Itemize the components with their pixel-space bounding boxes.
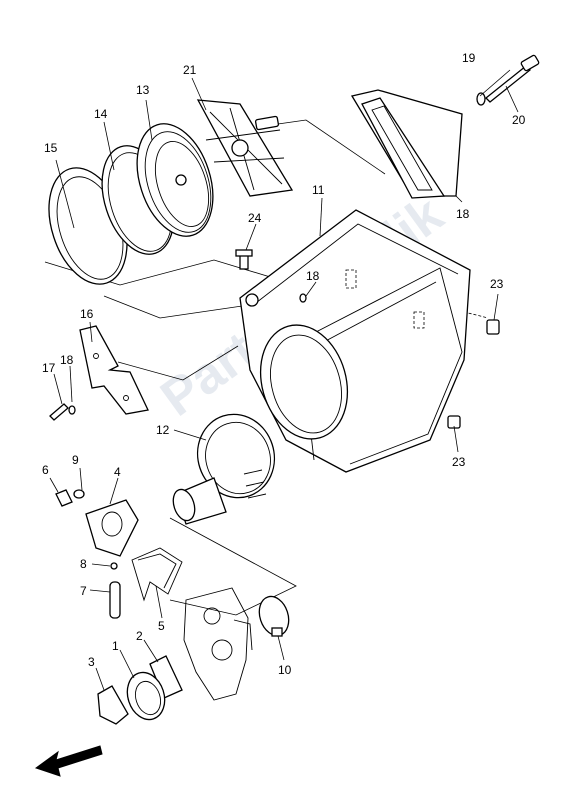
- callout-15: 15: [44, 141, 58, 155]
- intake-duct-part-12: [172, 413, 276, 525]
- joint-part-1: [126, 671, 166, 721]
- front-arrow-icon: [34, 745, 103, 777]
- callout-13: 13: [136, 83, 150, 97]
- callout-24: 24: [248, 211, 262, 225]
- callout-4: 4: [114, 465, 121, 479]
- callout-16: 16: [80, 307, 94, 321]
- callout-7: 7: [80, 584, 87, 598]
- pipe-part-7: [109, 581, 121, 619]
- callout-11: 11: [312, 183, 325, 197]
- filter-part-13: [136, 123, 214, 237]
- washer-part-20: [476, 92, 486, 106]
- callout-18-upper: 18: [306, 269, 320, 283]
- callout-19: 18: [456, 207, 470, 221]
- bolt-part-21: [485, 54, 540, 103]
- callout-23-lower: 23: [452, 455, 466, 469]
- callout-12: 12: [156, 423, 170, 437]
- band-part-10: [258, 595, 290, 637]
- washer-part-9: [73, 489, 85, 499]
- callout-8: 8: [80, 557, 87, 571]
- callout-14: 14: [94, 107, 108, 121]
- callout-18-lower-label: 18: [60, 353, 74, 367]
- callout-3: 3: [88, 655, 95, 669]
- plate-part-16: [79, 325, 149, 415]
- carburetor-assembly: [183, 587, 253, 701]
- callout-10: 10: [278, 663, 292, 677]
- air-case-part-11: [239, 209, 471, 473]
- callout-17: 17: [42, 361, 56, 375]
- gasket-part-5: [131, 547, 183, 602]
- grommet-part-18-upper: [299, 293, 307, 303]
- cap-part-3: [97, 685, 129, 725]
- callout-23-upper: 23: [490, 277, 504, 291]
- callout-5: 5: [158, 619, 165, 633]
- callout-1: 1: [112, 639, 119, 653]
- clip-part-8: [110, 562, 118, 570]
- clip-part-23-upper: [486, 319, 500, 335]
- bolt-part-24: [235, 249, 253, 270]
- callout-20: 19: [462, 51, 476, 65]
- callout-22: 21: [183, 63, 197, 77]
- callout-21: 20: [512, 113, 526, 127]
- screw-part-6: [55, 489, 73, 507]
- leader-lines: [49, 69, 519, 691]
- callout-2: 2: [136, 629, 143, 643]
- foam-filter-part-19: [350, 89, 463, 199]
- rivet-part-17: [49, 403, 69, 421]
- filter-guide-part-22: [196, 99, 294, 197]
- callout-6: 6: [42, 463, 49, 477]
- grommet-part-18-lower: [68, 405, 76, 415]
- joint-part-4: [85, 499, 139, 557]
- callout-9: 9: [72, 453, 79, 467]
